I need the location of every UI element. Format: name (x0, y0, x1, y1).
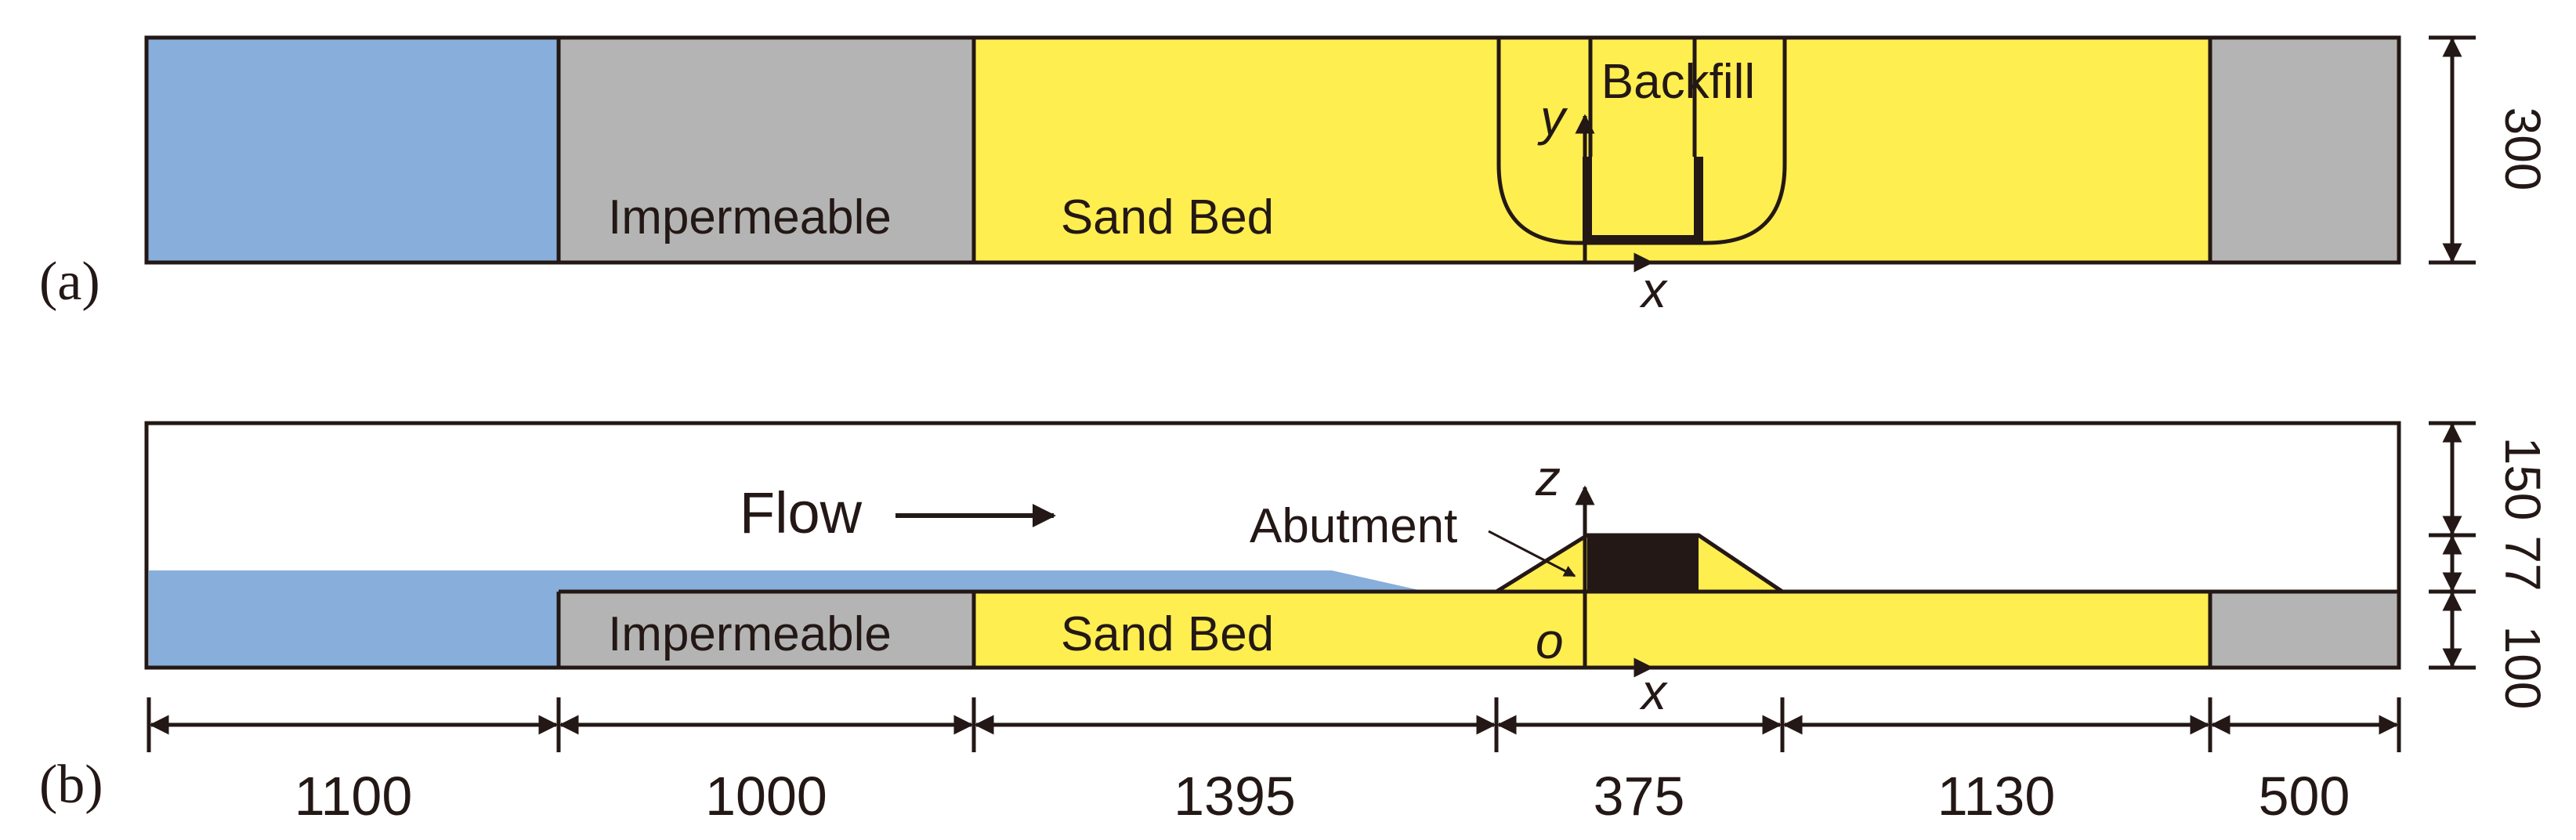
backfill-label: Backfill (1601, 55, 1755, 109)
flume-outline (144, 421, 2401, 670)
abutment-leader-arrow (1488, 530, 1576, 578)
panel-b-side-view: Flow Abutment Impermeable Sand Bed z o x… (39, 421, 2551, 827)
height-dimension-value: 150 (2495, 437, 2551, 521)
length-dimension-value: 1100 (295, 766, 413, 827)
outlet-zone (2210, 38, 2399, 262)
panel-a-plan-view: Impermeable Sand Bed Backfill y x (a) 30… (39, 35, 2551, 318)
impermeable-label: Impermeable (608, 190, 892, 244)
z-axis-label: z (1535, 450, 1561, 506)
abutment-label: Abutment (1250, 499, 1457, 553)
length-dimension-value: 375 (1594, 766, 1685, 827)
sand-bed-zone (974, 592, 2210, 668)
outlet-zone (2210, 592, 2399, 668)
panel-b-label: (b) (39, 755, 103, 815)
water-inlet-zone (147, 38, 559, 262)
impermeable-zone (559, 592, 974, 668)
sand-bed-label: Sand Bed (1061, 190, 1274, 244)
panel-a-label: (a) (39, 252, 100, 312)
impermeable-zone (559, 38, 974, 262)
origin-label: o (1536, 613, 1564, 669)
flow-label: Flow (740, 480, 863, 545)
length-dimension-value: 1395 (1174, 766, 1296, 827)
height-dimension-value: 100 (2495, 626, 2551, 710)
x-axis-label: x (1639, 262, 1668, 318)
length-dimensions: 1100 1000 1395 375 1130 500 (147, 697, 2401, 827)
length-dimension-value: 1130 (1937, 766, 2056, 827)
abutment-plan (1583, 157, 1703, 244)
length-dimension-value: 1000 (705, 766, 827, 827)
y-axis-label: y (1537, 89, 1568, 146)
length-dimension-value: 500 (2259, 766, 2350, 827)
sand-bed-label: Sand Bed (1061, 607, 1274, 661)
impermeable-label: Impermeable (608, 607, 892, 661)
height-dimension-value: 77 (2495, 535, 2551, 591)
flume-outline (144, 35, 2401, 265)
width-dimension-value: 300 (2495, 107, 2551, 191)
x-axis-label: x (1639, 664, 1668, 720)
abutment (1587, 535, 1699, 592)
